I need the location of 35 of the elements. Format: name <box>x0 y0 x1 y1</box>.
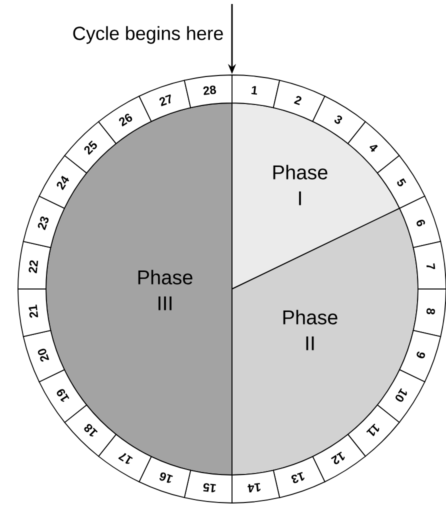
day-cell: 5 <box>376 155 426 209</box>
day-cell: 22 <box>18 240 52 290</box>
day-cell: 14 <box>232 470 280 504</box>
day-cell: 21 <box>18 288 52 338</box>
day-cell: 17 <box>98 434 152 482</box>
day-cell: 12 <box>312 434 366 482</box>
day-cell: 7 <box>412 240 446 290</box>
day-cell: 18 <box>64 404 116 457</box>
day-cell: 11 <box>348 404 400 457</box>
day-cell: 8 <box>412 288 446 338</box>
node-label: 8 <box>426 308 435 314</box>
day-cell: 15 <box>184 470 232 504</box>
day-cell: 10 <box>376 369 426 423</box>
day-cell: 2 <box>272 80 326 122</box>
day-cell: 4 <box>348 121 400 174</box>
day-cell: 13 <box>272 456 326 498</box>
day-cell: 28 <box>184 74 232 108</box>
node-label: 6 <box>416 220 426 226</box>
day-cell: 3 <box>312 96 366 144</box>
day-cell: 16 <box>138 456 192 498</box>
day-cell: 25 <box>64 121 116 174</box>
day-cell: 27 <box>138 80 192 122</box>
day-cell: 24 <box>38 155 88 209</box>
caption-text: Cycle begins here <box>73 26 223 44</box>
node-label: 7 <box>426 263 436 270</box>
day-cell: 9 <box>399 330 442 382</box>
day-cell: 6 <box>399 196 442 248</box>
node-label: 9 <box>416 352 426 358</box>
node-label: 15 <box>203 483 216 492</box>
day-cell: 20 <box>22 330 65 382</box>
day-cell: 1 <box>232 74 280 108</box>
day-cell: 19 <box>38 369 88 423</box>
day-cell: 26 <box>98 96 152 144</box>
node-label: 14 <box>248 482 260 492</box>
day-cell: 23 <box>22 196 65 248</box>
